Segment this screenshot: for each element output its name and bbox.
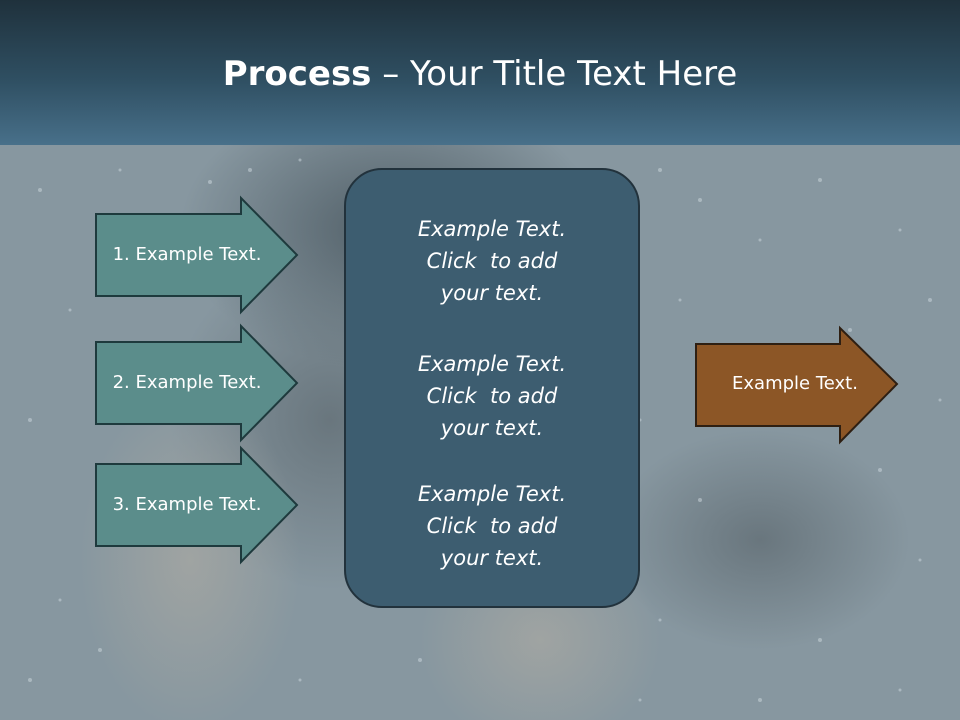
center-block-2-line-3: your text. — [440, 416, 544, 440]
center-text-box[interactable] — [344, 168, 640, 608]
center-block-2-line-2: Click to add — [426, 384, 558, 408]
slide-title: Process – Your Title Text Here — [0, 52, 960, 96]
center-block-1-line-1: Example Text. — [417, 217, 567, 241]
left-arrow-3-label: 3. Example Text. — [112, 494, 262, 515]
center-block-2-line-1: Example Text. — [417, 352, 567, 376]
center-block-1-line-2: Click to add — [426, 249, 558, 273]
left-arrow-2-label: 2. Example Text. — [112, 372, 262, 393]
center-block-3-line-1: Example Text. — [417, 482, 567, 506]
center-block-3: Example Text. Click to add your text. — [344, 478, 640, 574]
right-arrow[interactable] — [695, 325, 899, 445]
center-block-2: Example Text. Click to add your text. — [344, 348, 640, 444]
center-block-1: Example Text. Click to add your text. — [344, 213, 640, 309]
left-arrow-2[interactable] — [95, 323, 299, 443]
title-bar — [0, 0, 960, 145]
left-arrow-1-label: 1. Example Text. — [112, 244, 262, 265]
center-block-3-line-3: your text. — [440, 546, 544, 570]
right-arrow-label: Example Text. — [732, 373, 858, 394]
center-block-3-line-2: Click to add — [426, 514, 558, 538]
center-block-1-line-3: your text. — [440, 281, 544, 305]
left-arrow-1[interactable] — [95, 195, 299, 315]
title-rest: – Your Title Text Here — [371, 54, 738, 94]
title-bold: Process — [222, 54, 372, 94]
left-arrow-3[interactable] — [95, 445, 299, 565]
